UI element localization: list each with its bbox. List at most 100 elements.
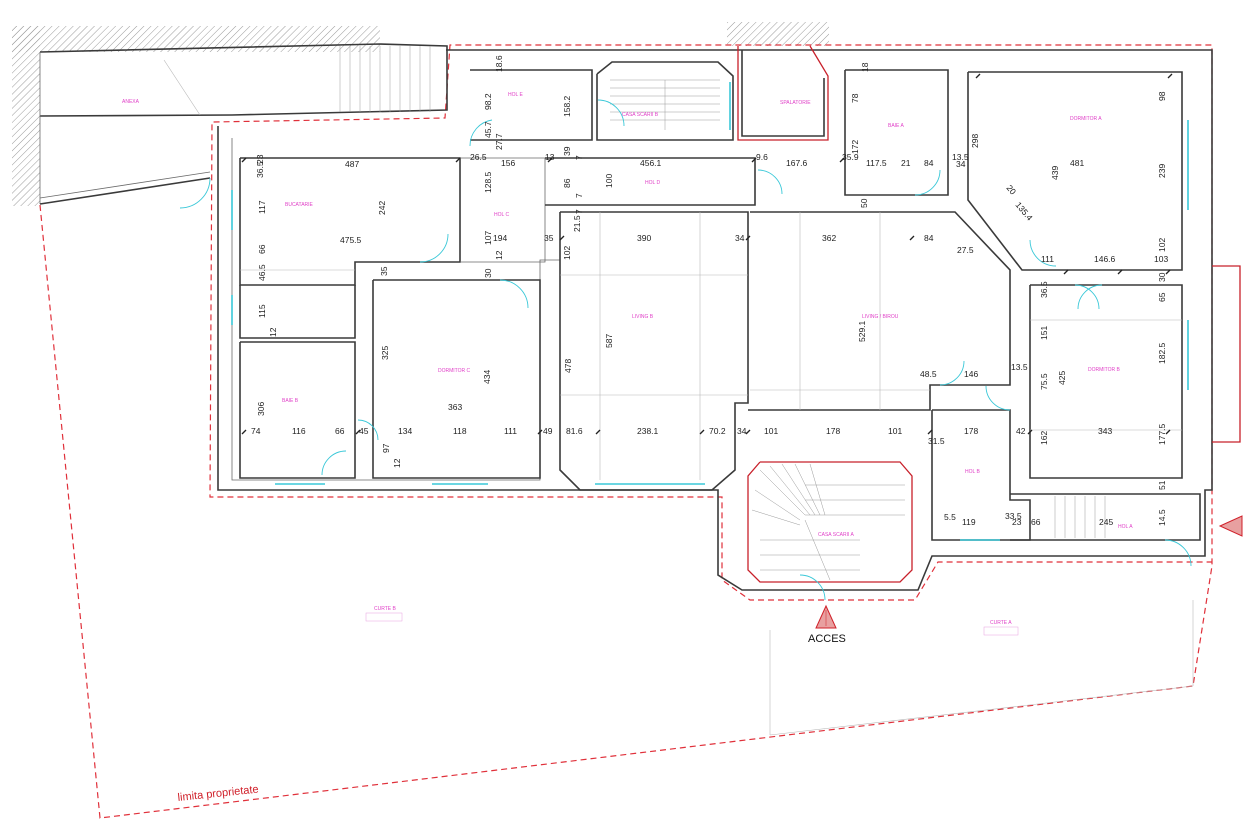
dim-label: 21.5 [572,215,582,232]
dim-label: 21 [901,158,911,168]
dim-label: 84 [924,158,934,168]
dim-label: 101 [888,426,902,436]
dim-label: 23 [1012,517,1022,527]
bucatarie-walls [239,157,461,286]
doors [321,99,1192,601]
dim-label: 119 [962,517,976,527]
living-b-walls [559,211,749,491]
room-label-spalatorie: SPALATORIE [780,100,811,106]
curte-b-area-box [365,612,403,622]
dim-label: 103 [1154,254,1168,264]
hol-a-walls [1010,493,1201,541]
dim-label: 425 [1057,371,1067,385]
dim-label: 42 [1016,426,1026,436]
casa-scarii-b-walls [596,61,734,141]
dormitor-b-walls [1029,284,1183,479]
dim-label: 158.2 [562,95,572,117]
dim-label: 117 [257,200,267,214]
room-label-dormitor-a: DORMITOR A [1070,116,1102,122]
casa-scarii-a-steps [751,463,905,581]
acces-label: ACCES [808,633,846,645]
dim-label: 66 [1031,517,1041,527]
small-room-walls [239,285,356,339]
dim-label: 45 [359,426,369,436]
room-label-dormitor-c: DORMITOR C [438,368,471,374]
dim-label: 34 [956,159,966,169]
dim-label: 33.5 [1005,511,1022,521]
room-label-hol-e: HOL E [508,92,523,98]
spalatorie-walls [741,50,825,137]
dim-label: 111 [504,426,517,436]
dim-label: 102 [562,246,572,260]
dim-label: 14.5 [1157,509,1167,526]
dim-label: 74 [251,426,261,436]
room-label-curte-b: CURTE B [374,606,397,612]
side-entrance-arrow [1218,515,1243,537]
dim-label: 65 [1157,292,1167,302]
dim-label: 18.6 [494,55,504,72]
dim-label: 34 [737,426,747,436]
dim-label: 529.1 [857,320,867,342]
room-label-hol-d: HOL D [645,180,660,186]
room-label-hol-c: HOL C [494,212,509,218]
dim-label: 298 [970,134,980,148]
living-birou-walls [748,211,1011,411]
dim-label: 238.1 [637,426,659,436]
hol-d-walls [545,157,756,206]
dim-label: 12 [268,327,278,337]
curte-a-area-box [983,626,1019,636]
dim-label: 23 [255,154,265,164]
dim-label: 390 [637,233,651,243]
baie-b-walls [239,341,356,479]
dim-label: 343 [1098,426,1112,436]
room-label-living-birou: LIVING / BIROU [862,314,899,320]
dim-label: 66 [257,244,267,254]
dim-label: 78 [850,93,860,103]
anexa-south-inner [39,171,211,199]
casa-scarii-b-steps [610,79,720,130]
casa-scarii-a-outline [747,461,913,583]
dim-label: 116 [292,426,306,436]
right-connector [1212,265,1241,443]
dim-label: 75.5 [1039,373,1049,390]
dim-label: 36.5 [1039,281,1049,298]
dim-label: 45.7 [483,121,493,138]
hol-a-steps [1054,496,1106,538]
hatch-left [12,26,40,206]
dim-label: 98 [1157,91,1167,101]
dim-label: 242 [377,201,387,215]
dim-label: 363 [448,402,462,412]
dim-label: 118 [453,426,467,436]
dim-label: 115 [257,304,267,318]
dim-label: 475.5 [340,235,362,245]
dim-label: 27.5 [957,245,974,255]
dim-label: 12 [392,458,402,468]
room-label-hol-b: HOL B [965,469,980,475]
room-label-curte-a: CURTE A [990,620,1012,626]
dim-label: 46.5 [257,264,267,281]
room-label-baie-b: BAIE B [282,398,299,404]
property-limit-label: limita proprietate [177,784,259,804]
building-inner-wall [231,138,581,491]
dim-label: 30 [1157,272,1167,282]
dim-label: 84 [924,233,934,243]
dim-label: 146.6 [1094,254,1116,264]
dim-label: 9.6 [756,152,768,162]
spalatorie-outline [737,45,829,141]
baie-a-walls [844,69,949,196]
dimension-ticks [241,73,1173,435]
dormitor-a-walls [967,71,1183,271]
dim-label: 325 [380,346,390,360]
dim-label: 156 [501,158,515,168]
dim-label: 134 [398,426,412,436]
anexa-south [39,177,211,205]
room-label-anexa: ANEXA [122,99,140,105]
dim-label: 30 [483,268,493,278]
dim-label: 70.2 [709,426,726,436]
dim-label: 13.5 [1011,362,1028,372]
anexa-steps [339,46,431,112]
dim-label: 102 [1157,238,1167,252]
dim-label: 135.4 [1013,200,1035,223]
dim-label: 306 [256,402,266,416]
dim-label: 34 [735,233,745,243]
